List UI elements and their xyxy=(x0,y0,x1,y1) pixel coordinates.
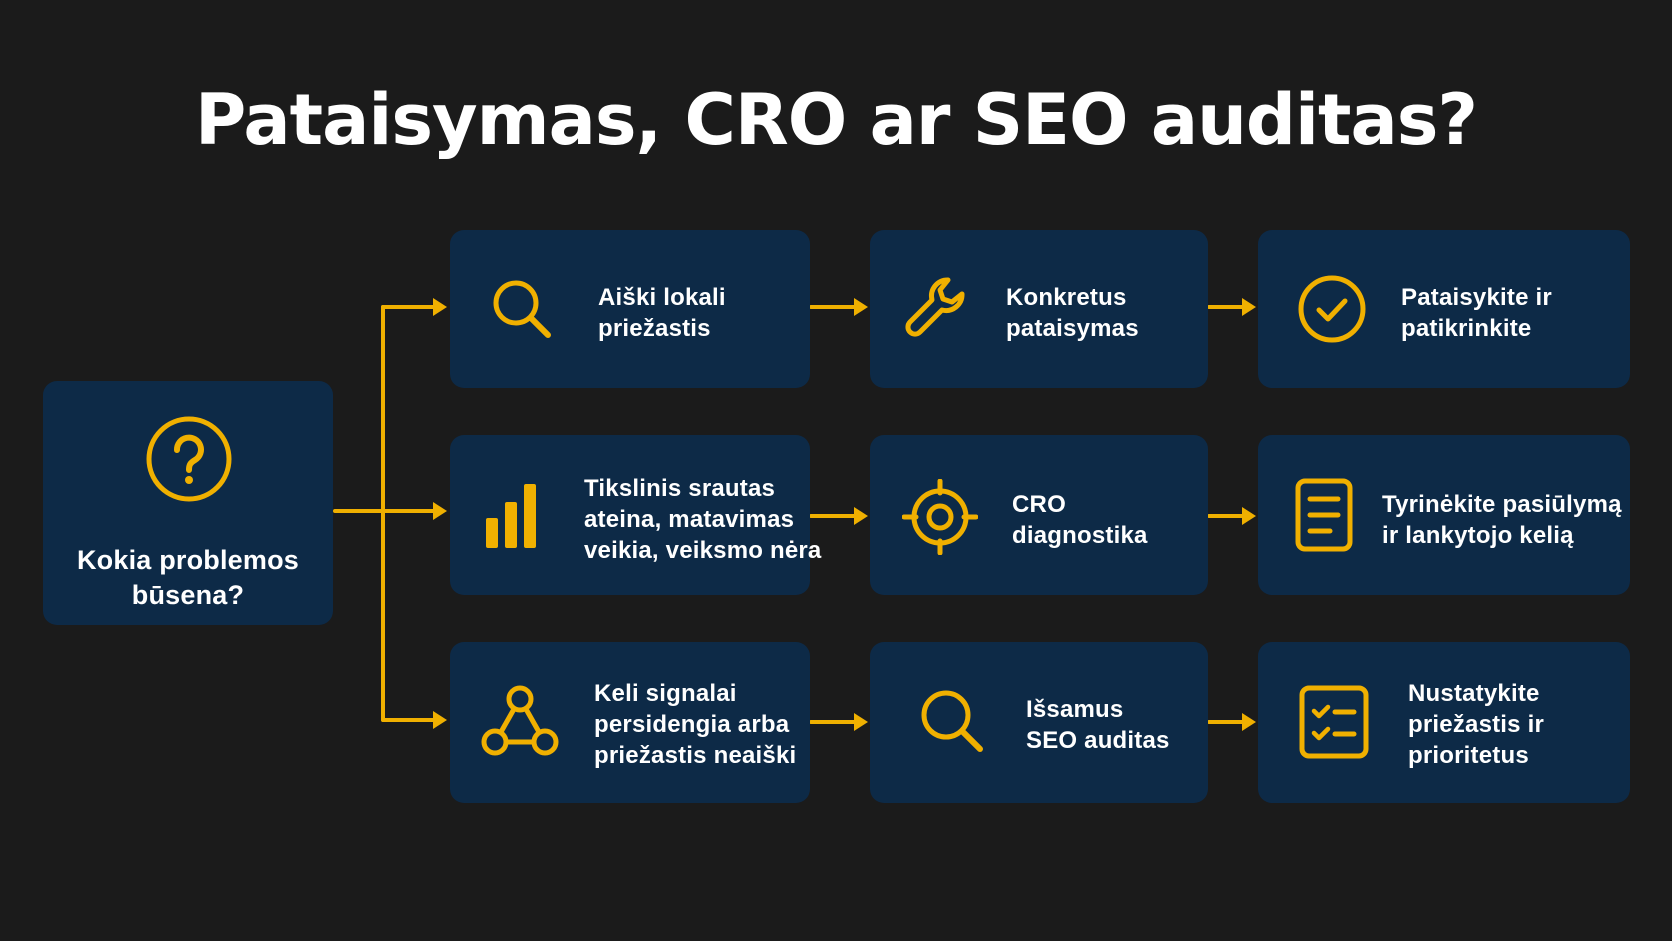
row3-action-card: Išsamus SEO auditas xyxy=(870,642,1208,803)
row1-condition-label: Aiški lokali priežastis xyxy=(598,282,726,344)
label-line: Pataisykite ir xyxy=(1401,284,1552,311)
start-line-1: Kokia problemos xyxy=(76,545,300,575)
document-icon xyxy=(1295,478,1353,552)
label-line: patikrinkite xyxy=(1401,315,1532,342)
row3-condition-card: Keli signalai persidengia arba priežasti… xyxy=(450,642,810,803)
row2-action-label: CRO diagnostika xyxy=(1012,489,1148,551)
label-line: Tikslinis srautas xyxy=(584,475,776,502)
row3-outcome-card: Nustatykite priežastis ir prioritetus xyxy=(1258,642,1630,803)
row2-outcome-card: Tyrinėkite pasiūlymą ir lankytojo kelią xyxy=(1258,435,1630,595)
row3-outcome-label: Nustatykite priežastis ir prioritetus xyxy=(1408,678,1544,771)
label-line: Nustatykite xyxy=(1408,680,1540,707)
label-line: prioritetus xyxy=(1408,742,1529,769)
diagram-title: Pataisymas, CRO ar SEO auditas? xyxy=(195,79,1478,161)
search-icon xyxy=(921,690,983,752)
check-circle-icon xyxy=(1298,275,1366,343)
row3-condition-label: Keli signalai persidengia arba priežasti… xyxy=(594,678,796,771)
search-icon xyxy=(493,280,551,338)
wrench-icon xyxy=(905,277,965,337)
label-line: CRO xyxy=(1012,491,1066,518)
row2-outcome-label: Tyrinėkite pasiūlymą ir lankytojo kelią xyxy=(1382,489,1622,551)
row1-outcome-card: Pataisykite ir patikrinkite xyxy=(1258,230,1630,388)
label-line: Konkretus xyxy=(1006,284,1127,311)
arrowhead-row1-b xyxy=(1242,298,1256,316)
label-line: Tyrinėkite pasiūlymą xyxy=(1382,491,1622,518)
arrowhead-branch-1 xyxy=(433,298,447,316)
start-card: Kokia problemos būsena? xyxy=(43,381,333,625)
row1-outcome-label: Pataisykite ir patikrinkite xyxy=(1401,282,1552,344)
label-line: pataisymas xyxy=(1006,315,1139,342)
row2-condition-label: Tikslinis srautas ateina, matavimas veik… xyxy=(584,473,821,566)
row2-action-card: CRO diagnostika xyxy=(870,435,1208,595)
start-label: Kokia problemos būsena? xyxy=(43,543,333,613)
start-line-2: būsena? xyxy=(131,580,245,610)
row3-action-label: Išsamus SEO auditas xyxy=(1026,694,1170,756)
arrowhead-branch-2 xyxy=(433,502,447,520)
checklist-icon xyxy=(1299,685,1369,759)
label-line: priežastis ir xyxy=(1408,711,1544,738)
question-icon xyxy=(146,416,232,502)
network-icon xyxy=(481,685,559,756)
label-line: priežastis neaiški xyxy=(594,742,797,769)
target-icon xyxy=(902,479,978,555)
arrowhead-branch-3 xyxy=(433,711,447,729)
label-line: priežastis xyxy=(598,315,711,342)
row1-condition-card: Aiški lokali priežastis xyxy=(450,230,810,388)
label-line: Išsamus xyxy=(1026,696,1124,723)
row2-condition-card: Tikslinis srautas ateina, matavimas veik… xyxy=(450,435,821,595)
bar-chart-icon xyxy=(486,484,536,548)
arrowhead-row2-a xyxy=(854,507,868,525)
row1-action-card: Konkretus pataisymas xyxy=(870,230,1208,388)
label-line: persidengia arba xyxy=(594,711,790,738)
row1-action-label: Konkretus pataisymas xyxy=(1006,282,1139,344)
arrowhead-row2-b xyxy=(1242,507,1256,525)
label-line: ateina, matavimas xyxy=(584,506,795,533)
arrowhead-row1-a xyxy=(854,298,868,316)
label-line: diagnostika xyxy=(1012,522,1148,549)
label-line: ir lankytojo kelią xyxy=(1382,522,1574,549)
arrowhead-row3-b xyxy=(1242,713,1256,731)
arrowhead-row3-a xyxy=(854,713,868,731)
label-line: Aiški lokali xyxy=(598,284,726,311)
label-line: veikia, veiksmo nėra xyxy=(584,537,822,564)
label-line: Keli signalai xyxy=(594,680,737,707)
label-line: SEO auditas xyxy=(1026,727,1170,754)
